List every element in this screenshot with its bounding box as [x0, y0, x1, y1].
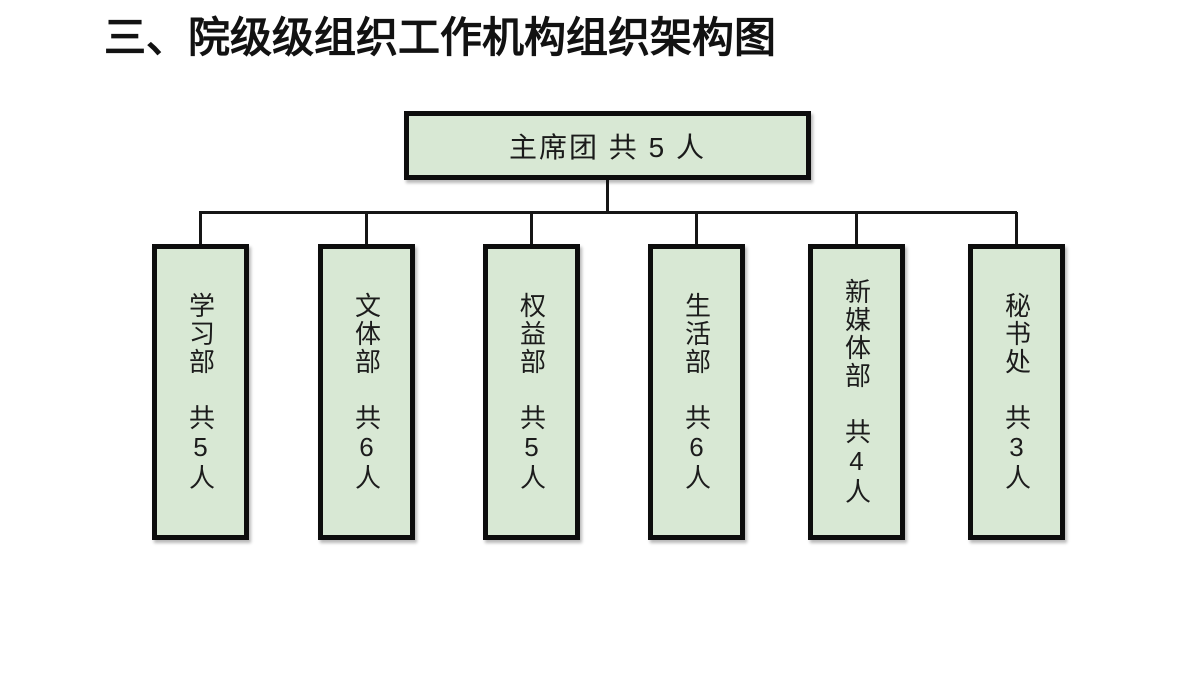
connector-drop-new-media-dept — [855, 212, 858, 245]
connector-drop-study-dept — [199, 212, 202, 245]
connector-drop-culture-sports-dept — [365, 212, 368, 245]
org-node-culture-sports-dept: 文体部 共6人 — [318, 244, 415, 540]
org-node-rights-dept-label: 权益部 共5人 — [516, 292, 547, 492]
org-node-study-dept: 学习部 共5人 — [152, 244, 249, 540]
connector-drop-life-dept — [695, 212, 698, 245]
org-node-secretariat-label: 秘书处 共3人 — [1001, 292, 1032, 492]
connector-drop-rights-dept — [530, 212, 533, 245]
org-node-rights-dept: 权益部 共5人 — [483, 244, 580, 540]
org-node-culture-sports-dept-label: 文体部 共6人 — [351, 292, 382, 492]
page-title: 三、院级级组织工作机构组织架构图 — [104, 14, 777, 61]
org-node-life-dept-label: 生活部 共6人 — [681, 292, 712, 492]
org-node-study-dept-label: 学习部 共5人 — [185, 292, 216, 492]
org-node-life-dept: 生活部 共6人 — [648, 244, 745, 540]
org-node-new-media-dept: 新媒体部 共4人 — [808, 244, 905, 540]
org-node-new-media-dept-label: 新媒体部 共4人 — [841, 278, 872, 506]
connector-drop-secretariat — [1015, 212, 1018, 245]
org-node-secretariat: 秘书处 共3人 — [968, 244, 1065, 540]
org-node-presidium-label: 主席团 共 5 人 — [509, 131, 706, 163]
connector-root-drop — [606, 180, 609, 214]
connector-horizontal-bus — [199, 211, 1017, 214]
org-node-presidium: 主席团 共 5 人 — [404, 111, 811, 180]
